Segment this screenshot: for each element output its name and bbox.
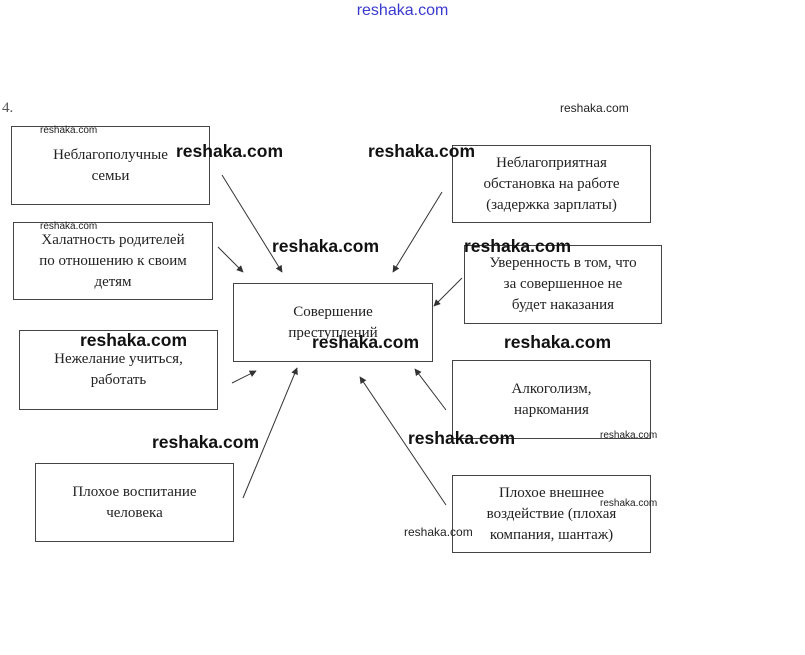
cause-label-work: Неблагоприятная обстановка на работе (за… [483,154,620,213]
cause-box-work: Неблагоприятная обстановка на работе (за… [452,145,651,223]
cause-label-study: Нежелание учиться, работать [54,351,183,388]
cause-label-parents: Халатность родителей по отношению к свои… [39,231,187,290]
arrow-family [221,174,283,273]
arrow-study [231,370,257,384]
cause-label-upbringing: Плохое воспитание человека [72,483,197,521]
watermark: reshaka.com [600,498,658,509]
watermark: reshaka.com [272,236,380,256]
arrow-influence [359,376,447,506]
arrow-impunity [433,277,463,307]
cause-box-parents: Халатность родителей по отношению к свои… [13,222,213,300]
cause-box-upbringing: Плохое воспитание человека [35,463,234,542]
arrow-parents [217,246,244,273]
cause-box-alcohol: Алкоголизм, наркомания [452,360,651,439]
watermark: reshaka.com [504,332,612,352]
cause-box-study: Нежелание учиться, работать [19,330,218,410]
watermark: reshaka.com [312,332,420,352]
cause-box-impunity: Уверенность в том, что за совершенное не… [464,245,662,324]
watermark: reshaka.com [40,125,98,136]
watermark: reshaka.com [80,330,188,350]
arrow-upbringing [242,367,298,499]
watermark: reshaka.com [464,236,572,256]
watermark: reshaka.com [40,221,98,232]
watermark: reshaka.com [600,430,658,441]
center-box: Совершение преступлений [233,283,433,362]
watermark: reshaka.com [408,428,516,448]
arrow-work [392,191,443,273]
cause-label-alcohol: Алкоголизм, наркомания [511,380,592,418]
cause-label-family: Неблагополучные семьи [53,146,168,184]
watermark: reshaka.com [560,101,629,115]
task-number: 4. [2,100,14,116]
center-label: Совершение преступлений [288,303,378,341]
site-header[interactable]: reshaka.com [356,2,449,19]
cause-box-family: Неблагополучные семьи [11,126,210,205]
cause-label-impunity: Уверенность в том, что за совершенное не… [489,255,637,313]
watermark: reshaka.com [176,141,284,161]
cause-box-influence: Плохое внешнее воздействие (плохая компа… [452,475,651,553]
watermark: reshaka.com [404,525,473,539]
arrow-alcohol [414,368,447,411]
watermark: reshaka.com [152,432,260,452]
watermark: reshaka.com [368,141,476,161]
cause-label-influence: Плохое внешнее воздействие (плохая компа… [486,484,617,543]
